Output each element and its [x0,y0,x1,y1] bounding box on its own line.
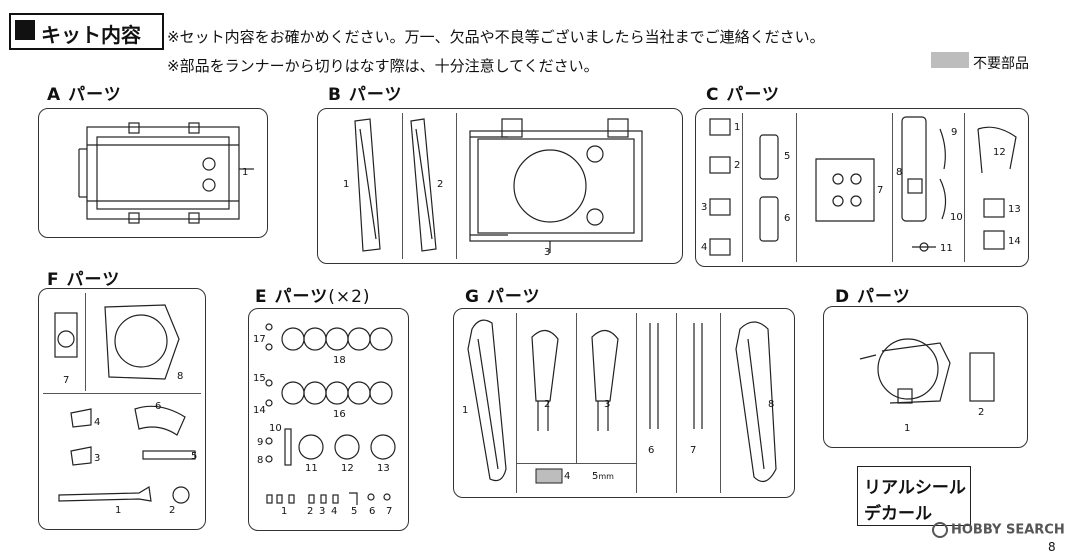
parts-c-title: C パーツ [706,85,781,105]
part-e-label-9: 9 [257,437,264,448]
part-e-label-11: 11 [305,463,318,474]
title-square-icon [15,20,35,40]
parts-f-title: F パーツ [47,270,121,290]
parts-b-title: B パーツ [328,85,403,105]
parts-c-frame: 1 2 3 4 5 6 7 8 9 10 11 12 13 14 [695,108,1029,267]
unused-part-label: 不要部品 [973,56,1029,72]
part-b-label-1: 1 [343,179,350,190]
part-d-label-1: 1 [904,423,911,434]
part-e-label-18: 18 [333,355,346,366]
parts-a-title: A パーツ [47,85,122,105]
note-1: ※セット内容をお確かめください。万一、欠品や不良等ございましたら当社までご連絡く… [167,28,825,46]
part-c-label-14: 14 [1008,236,1021,247]
part-c-label-10: 10 [950,212,963,223]
part-g-label-7: 7 [690,445,697,456]
parts-f-frame: 7 8 6 4 3 5 1 2 [38,288,206,530]
part-d-drawings [859,338,995,404]
watermark: HOBBY SEARCH [932,522,1065,538]
part-d-label-2: 2 [978,407,985,418]
part-c-label-7: 7 [877,185,884,196]
part-g-label-1: 1 [462,405,469,416]
part-e-label-10: 10 [269,423,282,434]
part-g-label-5-num: 5 [592,471,599,482]
part-g-label-6: 6 [648,445,655,456]
part-b-label-3: 3 [544,247,551,258]
part-c-label-9: 9 [951,127,958,138]
part-g-drawings [467,319,777,484]
part-g-label-2: 2 [544,399,551,410]
part-c-label-1: 1 [734,122,741,133]
watermark-logo-icon [932,522,948,538]
part-f-label-4: 4 [94,417,101,428]
page-number: 8 [1048,540,1056,554]
part-c-label-5: 5 [784,151,791,162]
part-f-label-7: 7 [63,375,70,386]
part-c-label-11: 11 [940,243,953,254]
parts-d-title: D パーツ [835,287,911,307]
parts-e-title: E パーツ(×2) [255,282,371,307]
section-title: キット内容 [41,23,141,47]
decal-line-2: デカール [864,504,932,524]
part-e-label-6: 6 [369,506,376,517]
part-b-label-2: 2 [437,179,444,190]
parts-b-frame: 1 2 3 [317,108,683,264]
parts-g-frame: 1 2 3 6 7 8 4 5mm [453,308,795,498]
part-f-label-1: 1 [115,505,122,516]
part-f-label-8: 8 [177,371,184,382]
part-b1-track-guard-drawing [354,118,643,253]
note-2: ※部品をランナーから切りはなす際は、十分注意してください。 [167,57,599,75]
part-g-label-5: 5mm [592,471,614,482]
part-c-label-12: 12 [993,147,1006,158]
part-f-drawings [54,304,196,504]
part-c-label-4: 4 [701,242,708,253]
part-e-label-13: 13 [377,463,390,474]
parts-a-frame: 1 [38,108,268,238]
part-c-label-13: 13 [1008,204,1021,215]
part-e-drawings [265,323,396,505]
part-e-label-17: 17 [253,334,266,345]
part-e-label-16: 16 [333,409,346,420]
part-e-label-12: 12 [341,463,354,474]
section-title-box: キット内容 [9,13,164,50]
part-e-label-5: 5 [351,506,358,517]
parts-e-title-text: E パーツ [255,287,329,307]
part-f-label-3: 3 [94,453,101,464]
part-c-label-2: 2 [734,160,741,171]
part-c-drawings [709,116,1017,256]
unused-part-swatch [931,52,969,68]
part-e-label-3: 3 [319,506,326,517]
part-a-label-1: 1 [242,167,249,178]
decal-line-1: リアルシール [864,478,966,498]
part-f-label-6: 6 [155,401,162,412]
part-f-label-2: 2 [169,505,176,516]
parts-e-frame: 17 18 15 14 16 10 9 8 11 12 13 1 2 3 4 5… [248,308,409,531]
watermark-text: HOBBY SEARCH [951,522,1065,538]
parts-d-frame: 1 2 [823,306,1028,448]
part-g-label-8: 8 [768,399,775,410]
part-c-label-6: 6 [784,213,791,224]
part-g-label-3: 3 [604,399,611,410]
part-e-label-8: 8 [257,455,264,466]
part-e-label-14: 14 [253,405,266,416]
parts-g-title: G パーツ [465,287,541,307]
decal-box: リアルシール デカール [857,466,971,526]
part-f-label-5: 5 [191,451,198,462]
part-g-label-4: 4 [564,471,571,482]
part-e-label-7: 7 [386,506,393,517]
part-a1-hull-drawing [78,122,254,224]
part-c-label-3: 3 [701,202,708,213]
part-c-label-8: 8 [896,167,903,178]
part-e-label-4: 4 [331,506,338,517]
parts-e-title-suffix: (×2) [328,287,371,307]
part-e-label-1: 1 [281,506,288,517]
part-e-label-2: 2 [307,506,314,517]
part-g-label-5-unit: mm [598,472,614,481]
part-e-label-15: 15 [253,373,266,384]
